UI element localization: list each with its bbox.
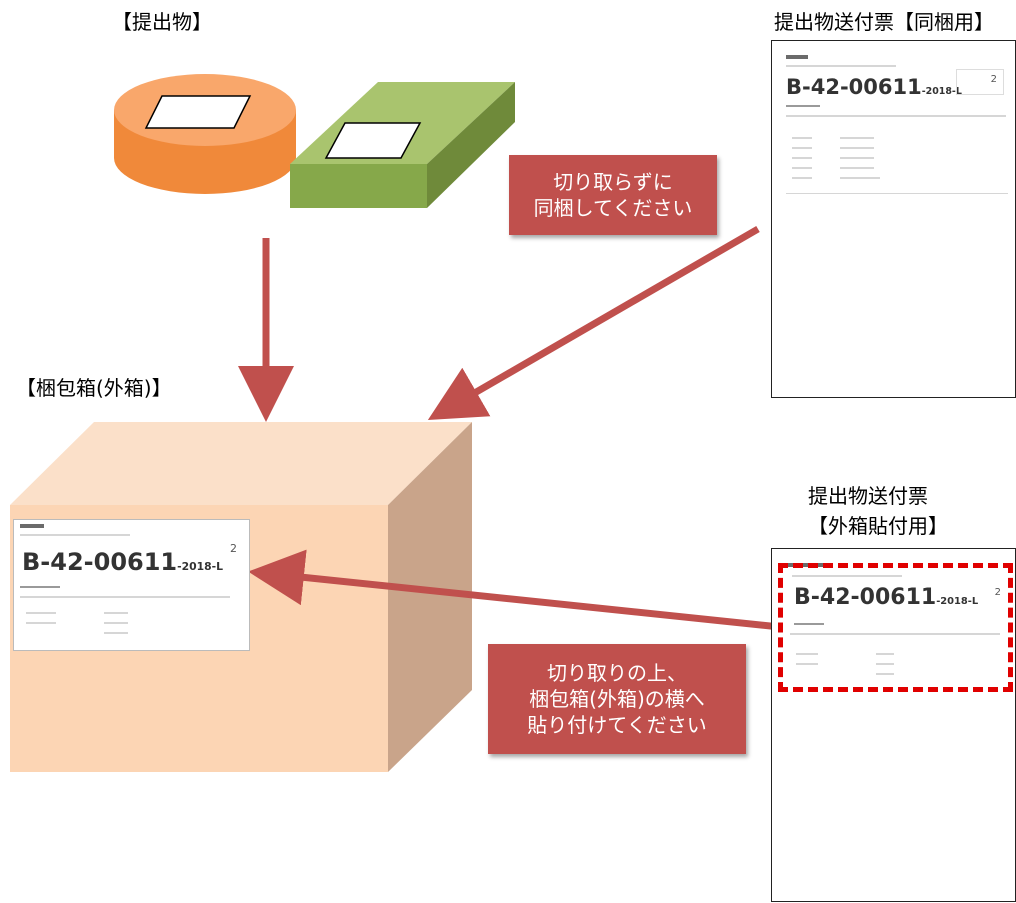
bundle-instruction-line1: 切り取らずに xyxy=(553,170,673,194)
box-slip-count: 2 xyxy=(230,542,237,555)
outer-slip-count: 2 xyxy=(994,587,1001,598)
attach-instruction-line2: 梱包箱(外箱)の横へ xyxy=(529,687,705,711)
bundle-instruction-callout: 切り取らずに 同梱してください xyxy=(509,155,717,235)
bundled-slip-code-suffix: -2018-L xyxy=(921,86,962,97)
arrow-to-box xyxy=(427,225,760,421)
outer-slip-code-suffix: -2018-L xyxy=(936,596,979,607)
box-slip-code: B-42-00611 xyxy=(22,548,178,576)
bundled-slip-code: B-42-00611 xyxy=(786,75,922,99)
bundled-slip-count-box: 2 xyxy=(956,69,1004,95)
bundle-instruction-line2: 同梱してください xyxy=(533,196,693,220)
cylinder-item xyxy=(114,74,296,194)
attach-instruction-callout: 切り取りの上、 梱包箱(外箱)の横へ 貼り付けてください xyxy=(488,644,746,754)
submission-label: 【提出物】 xyxy=(112,10,212,34)
cylinder-label-sticker xyxy=(144,95,252,129)
bundled-slip-count: 2 xyxy=(990,74,997,85)
block-item xyxy=(290,82,515,208)
arrow-to-box-side xyxy=(248,549,781,631)
bundled-slip-label: 提出物送付票【同梱用】 xyxy=(774,10,994,34)
cut-line-frame xyxy=(778,563,1013,692)
box-attached-slip: B-42-00611-2018-L 2 xyxy=(13,519,250,651)
attach-instruction-line3: 貼り付けてください xyxy=(527,713,707,737)
outer-slip-document: B-42-00611-2018-L 2 xyxy=(771,548,1016,902)
box-slip-code-suffix: -2018-L xyxy=(177,560,224,573)
outer-slip-label-line2: 【外箱貼付用】 xyxy=(808,514,948,538)
bundled-slip-document: B-42-00611-2018-L 2 xyxy=(771,40,1016,398)
outer-slip-code: B-42-00611 xyxy=(794,585,937,610)
attach-instruction-line1: 切り取りの上、 xyxy=(547,661,687,685)
block-label-sticker xyxy=(324,122,422,159)
packing-box-label: 【梱包箱(外箱)】 xyxy=(16,376,172,400)
outer-slip-label-line1: 提出物送付票 xyxy=(808,484,928,508)
